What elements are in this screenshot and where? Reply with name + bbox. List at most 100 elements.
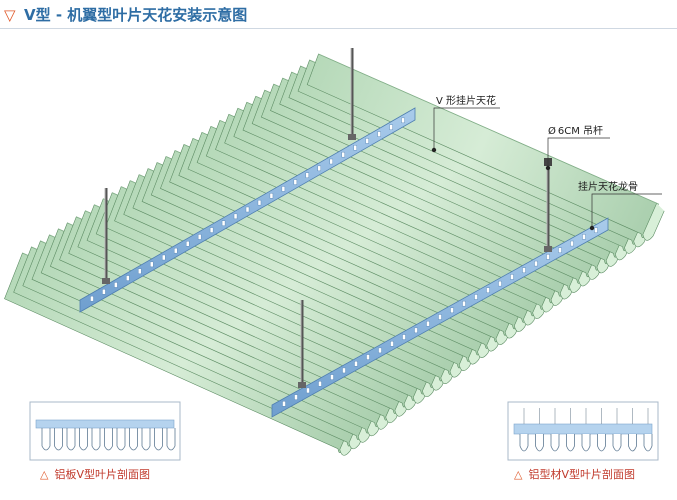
v-baffle-top-edge bbox=[318, 53, 659, 205]
inset-aluminum-profile-section bbox=[507, 401, 659, 461]
keel-slot bbox=[305, 172, 310, 178]
keel-slot bbox=[426, 320, 430, 327]
rod-nut bbox=[298, 382, 306, 388]
leader-dot bbox=[589, 225, 595, 231]
keel-slot bbox=[90, 295, 94, 302]
keel-slot bbox=[534, 260, 538, 267]
inset-caption-left-text: 铝板V型叶片剖面图 bbox=[54, 468, 150, 481]
callout-v-baffle: V 形挂片天花 bbox=[436, 94, 496, 107]
plate-blade-profile bbox=[129, 428, 138, 451]
profile-blade-profile bbox=[612, 434, 622, 452]
inset-caption-right-text: 铝型材V型叶片剖面图 bbox=[528, 468, 635, 481]
profile-blade-profile bbox=[535, 434, 544, 452]
keel-slot bbox=[401, 117, 405, 124]
keel-slot bbox=[150, 261, 154, 268]
plate-blade-profile bbox=[66, 428, 76, 451]
keel-slot bbox=[354, 361, 358, 367]
keel-slot bbox=[162, 254, 166, 261]
keel-slot bbox=[498, 280, 502, 287]
keel-slot bbox=[174, 247, 178, 254]
keel-slot bbox=[342, 367, 346, 374]
keel-slot bbox=[377, 131, 381, 137]
keel-slot bbox=[438, 314, 442, 320]
keel-slot bbox=[474, 294, 478, 300]
leader-line bbox=[591, 193, 662, 228]
keel-slot bbox=[257, 199, 262, 206]
keel-slot bbox=[293, 179, 298, 185]
v-baffle-array bbox=[4, 53, 665, 456]
keel-slot bbox=[330, 374, 334, 380]
keel-slot bbox=[221, 220, 226, 226]
rod-nut bbox=[544, 246, 552, 252]
plate-blade-profile bbox=[166, 428, 176, 451]
leader-dot bbox=[545, 165, 551, 171]
keel-slot bbox=[138, 268, 142, 274]
plate-blade-profile bbox=[79, 428, 88, 451]
keel-group bbox=[79, 107, 609, 418]
triangle-up-icon: △ bbox=[40, 468, 49, 481]
profile-blade-profile bbox=[628, 434, 637, 452]
v-baffle bbox=[306, 53, 665, 241]
keel-slot bbox=[365, 138, 369, 144]
leader-line bbox=[547, 137, 610, 168]
rod-nut bbox=[348, 134, 356, 140]
diameter-symbol: Ø bbox=[548, 125, 556, 137]
plate-blade-profile bbox=[154, 428, 163, 451]
plate-blade-profile bbox=[116, 428, 126, 451]
keel-slot bbox=[341, 151, 345, 158]
hanger-rod bbox=[102, 188, 110, 284]
keel-slot bbox=[558, 247, 562, 253]
hanger-rod bbox=[544, 162, 552, 252]
keel-slot bbox=[281, 186, 286, 192]
v-baffle-end-cap bbox=[642, 203, 665, 241]
keel-slot bbox=[546, 254, 550, 260]
profile-blade-profile bbox=[581, 434, 591, 452]
profile-blade-profile bbox=[597, 434, 606, 452]
keel-slot bbox=[269, 193, 274, 199]
keel-slot bbox=[390, 341, 394, 347]
triangle-up-icon: △ bbox=[514, 468, 523, 481]
triangle-down-icon: ▽ bbox=[4, 6, 16, 24]
plate-blade-profile bbox=[104, 428, 113, 451]
keel-slot bbox=[306, 387, 310, 394]
rod-nut bbox=[102, 278, 110, 284]
keel-slot bbox=[366, 354, 370, 360]
keel-slot bbox=[294, 394, 298, 400]
profile-blade-profile bbox=[550, 434, 560, 452]
hanger-rod bbox=[348, 48, 356, 140]
keel-slot bbox=[329, 158, 333, 165]
keel-slot bbox=[102, 289, 106, 295]
keel-slot bbox=[594, 227, 598, 233]
plate-blade-profile bbox=[54, 428, 63, 451]
keel-slot bbox=[209, 227, 214, 233]
keel-slot bbox=[317, 165, 321, 172]
profile-blade-profile bbox=[643, 434, 653, 452]
keel-slot bbox=[522, 267, 526, 273]
keel-slot bbox=[197, 234, 202, 240]
header-divider bbox=[0, 28, 677, 29]
keel-slot bbox=[402, 334, 406, 340]
keel-slot bbox=[510, 274, 514, 280]
keel-slot bbox=[486, 287, 490, 293]
keel-slot bbox=[353, 145, 357, 151]
leader-lines bbox=[431, 107, 662, 231]
leader-line bbox=[433, 107, 500, 150]
keel-back bbox=[79, 107, 416, 313]
keel-slot bbox=[126, 275, 130, 281]
plate-blade-profile bbox=[91, 428, 101, 451]
keel-slot bbox=[185, 241, 190, 247]
keel-slot bbox=[582, 234, 586, 240]
keel-slot bbox=[462, 300, 466, 307]
keel-slot bbox=[233, 213, 238, 220]
keel-slot bbox=[245, 206, 250, 213]
profile-blade-profile bbox=[566, 434, 575, 452]
keel-slot bbox=[414, 327, 418, 334]
callout-keel: 挂片天花龙骨 bbox=[578, 180, 638, 193]
keel-front bbox=[271, 217, 609, 418]
inset-caption-right: △ 铝型材V型叶片剖面图 bbox=[514, 466, 635, 482]
page-title: V型 - 机翼型叶片天花安装示意图 bbox=[24, 6, 248, 24]
plate-blade-profile bbox=[141, 428, 151, 451]
keel-slot bbox=[318, 381, 322, 387]
